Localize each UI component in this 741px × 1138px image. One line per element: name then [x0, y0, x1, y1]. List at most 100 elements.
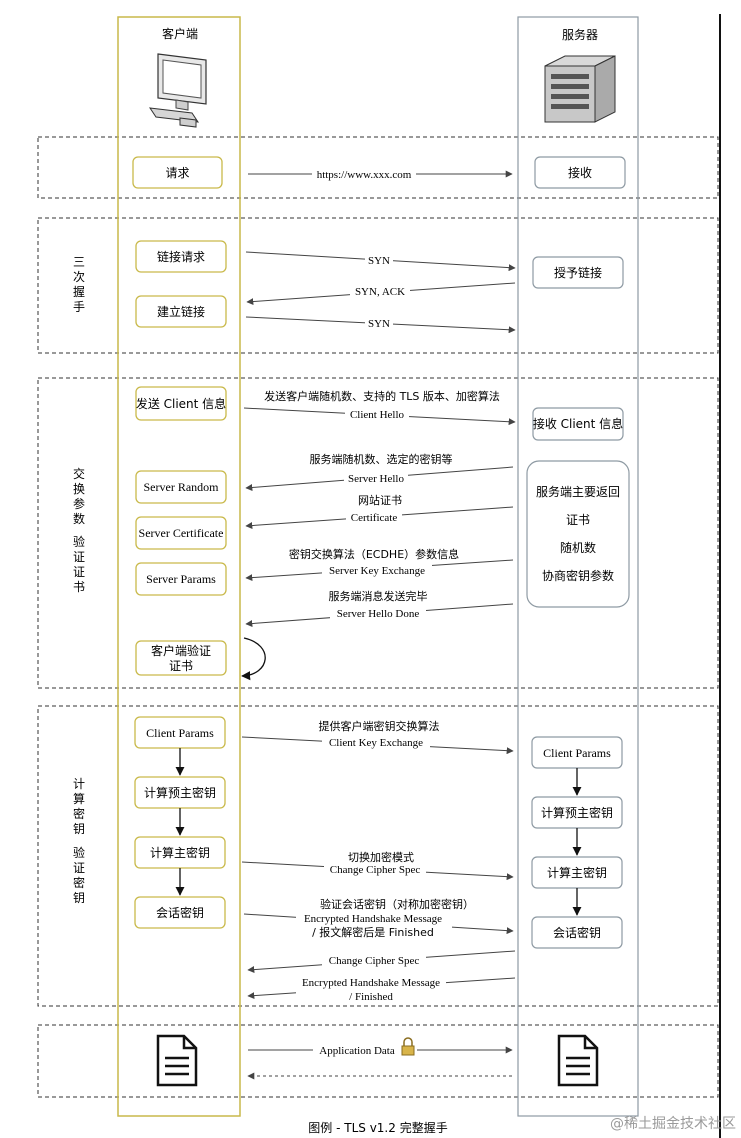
label-server-hello: Server Hello [348, 473, 404, 485]
svg-text:计算预主密钥: 计算预主密钥 [144, 785, 216, 800]
label-ccs-back: Change Cipher Spec [329, 955, 420, 967]
svg-text:客户端验证: 客户端验证 [151, 643, 211, 658]
label-certificate: Certificate [351, 512, 398, 524]
label-bg [313, 1042, 417, 1056]
section-exchange-params [37, 377, 719, 689]
svg-text:书: 书 [73, 580, 85, 594]
label-cke: Client Key Exchange [329, 737, 423, 749]
label-bg [296, 976, 446, 1002]
svg-text:钥: 钥 [73, 891, 85, 905]
svg-text:数: 数 [73, 511, 85, 526]
computer-icon [148, 53, 207, 128]
svg-text:交: 交 [73, 466, 85, 481]
svg-text:计算预主密钥: 计算预主密钥 [541, 805, 613, 820]
client-box-server-random: Server Random [135, 470, 227, 504]
section-tcp-handshake [37, 217, 719, 354]
label-app-data: Application Data [319, 1045, 395, 1057]
server-title: 服务器 [562, 27, 598, 42]
svg-text:三: 三 [73, 255, 85, 269]
svg-text:Server Params: Server Params [146, 572, 216, 586]
label-bg [322, 736, 430, 748]
svg-text:密: 密 [73, 875, 85, 890]
label-shd-cn: 服务端消息发送完毕 [329, 589, 428, 603]
label-bg [330, 607, 426, 619]
server-icon [544, 55, 616, 123]
svg-text:手: 手 [73, 300, 85, 314]
svg-text:计: 计 [73, 777, 85, 791]
figure-caption: 图例 - TLS v1.2 完整握手 [308, 1120, 447, 1135]
section-compute-keys [37, 705, 719, 1007]
svg-text:接收: 接收 [568, 165, 592, 180]
verify-cert-self-arrow [241, 637, 266, 681]
label-bg [344, 472, 408, 484]
svg-text:验: 验 [73, 845, 85, 860]
client-column [117, 16, 241, 1117]
label-bg [365, 254, 393, 266]
svg-text:Server Certificate: Server Certificate [139, 526, 224, 540]
label-bg [346, 511, 402, 523]
label-ske-cn: 密钥交换算法（ECDHE）参数信息 [289, 547, 459, 561]
svg-text:密: 密 [73, 806, 85, 821]
label-bg [296, 912, 452, 938]
label-cke-cn: 提供客户端密钥交换算法 [319, 719, 440, 733]
svg-text:钥: 钥 [73, 822, 85, 836]
client-box-calc-premaster: 计算预主密钥 [134, 776, 226, 809]
svg-text:会话密钥: 会话密钥 [156, 905, 204, 920]
client-box-establish-link: 建立链接 [135, 295, 227, 328]
label-ccs-cn: 切换加密模式 [348, 850, 414, 864]
svg-text:链接请求: 链接请求 [157, 249, 205, 264]
client-box-link-request: 链接请求 [135, 240, 227, 273]
svg-text:Client Params: Client Params [146, 726, 214, 740]
svg-text:接收 Client 信息: 接收 Client 信息 [533, 416, 623, 431]
client-box-calc-master: 计算主密钥 [134, 836, 226, 869]
label-ehm-cn: 验证会话密钥（对称加密密钥） [320, 897, 474, 911]
svg-text:证: 证 [73, 550, 85, 564]
label-syn-2: SYN [368, 318, 390, 330]
label-shd: Server Hello Done [337, 608, 420, 620]
label-bg [312, 166, 416, 180]
section-request [37, 136, 719, 199]
server-box-session-key: 会话密钥 [531, 916, 623, 949]
svg-text:服务端主要返回: 服务端主要返回 [536, 484, 620, 499]
label-ehm-back-1: Encrypted Handshake Message [302, 977, 440, 989]
section-title-compute: 计 算 密 钥 验 证 密 钥 [73, 777, 85, 905]
label-https: https://www.xxx.com [317, 169, 412, 181]
label-ehm-back-2: / Finished [349, 991, 393, 1003]
label-ehm-1: Encrypted Handshake Message [304, 913, 442, 925]
svg-text:随机数: 随机数 [560, 540, 596, 555]
label-client-hello-cn: 发送客户端随机数、支持的 TLS 版本、加密算法 [264, 389, 500, 403]
svg-text:证: 证 [73, 565, 85, 579]
svg-text:验: 验 [73, 534, 85, 549]
svg-text:计算主密钥: 计算主密钥 [547, 865, 607, 880]
label-syn-ack: SYN, ACK [355, 286, 405, 298]
svg-text:证: 证 [73, 861, 85, 875]
server-box-receive: 接收 [534, 156, 626, 189]
svg-text:次: 次 [73, 270, 85, 284]
label-syn-1: SYN [368, 255, 390, 267]
label-bg [350, 285, 410, 297]
server-box-client-params: Client Params [531, 736, 623, 769]
client-box-verify-cert: 客户端验证 证书 [135, 640, 227, 676]
client-box-server-params: Server Params [135, 562, 227, 596]
svg-text:授予链接: 授予链接 [554, 265, 602, 280]
document-icon [557, 1034, 599, 1087]
client-title: 客户端 [162, 26, 198, 41]
client-box-client-params: Client Params [134, 716, 226, 749]
client-box-send-client-info: 发送 Client 信息 [135, 386, 227, 421]
svg-text:Server Random: Server Random [144, 480, 220, 494]
watermark: @稀土掘金技术社区 [610, 1116, 736, 1132]
section-title-tcp: 三 次 握 手 [73, 255, 85, 314]
svg-text:建立链接: 建立链接 [157, 304, 205, 319]
client-box-request: 请求 [132, 156, 223, 189]
svg-text:算: 算 [73, 791, 85, 806]
server-column [517, 16, 639, 1117]
svg-text:会话密钥: 会话密钥 [553, 925, 601, 940]
client-box-server-certificate: Server Certificate [135, 516, 227, 550]
server-box-grant-link: 授予链接 [532, 256, 624, 289]
section-app-data [37, 1024, 719, 1098]
svg-text:参: 参 [73, 496, 85, 511]
label-server-hello-cn: 服务端随机数、选定的密钥等 [310, 452, 453, 466]
label-certificate-cn: 网站证书 [358, 493, 402, 507]
label-ehm-2: / 报文解密后是 Finished [312, 925, 434, 939]
label-ske: Server Key Exchange [329, 565, 425, 577]
